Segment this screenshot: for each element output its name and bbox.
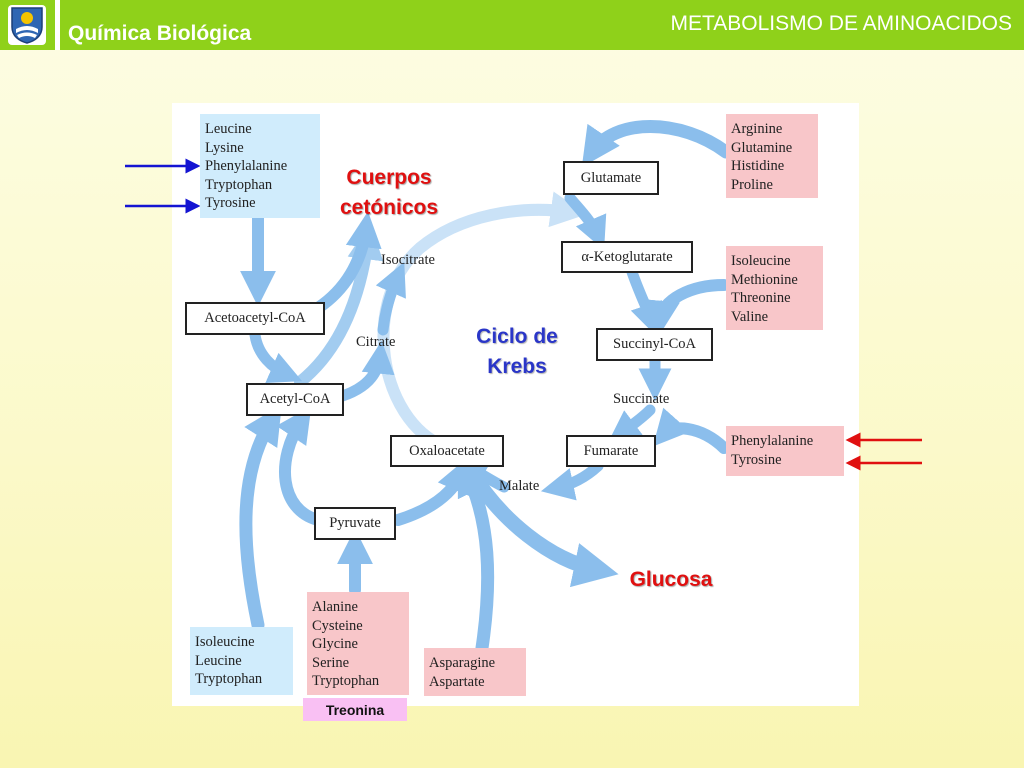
arrow-arginine-group-to-glutamate <box>581 120 733 168</box>
amino-acid-item: Asparagine <box>429 655 496 671</box>
amino-acid-item: Methionine <box>731 271 798 288</box>
arrow-acetyl-to-ketone-bodies <box>294 223 384 388</box>
arrow-ketoglutarate-to-succinyl <box>626 266 663 337</box>
node-fumarate: Fumarate <box>566 435 656 467</box>
ketone-bodies-label: Cuerpos cetónicos <box>324 163 454 223</box>
amino-acid-item: Tryptophan <box>195 671 263 687</box>
arrow-isoleucine-group-to-succinyl <box>644 279 730 337</box>
arrow-acetoacetyl-to-acetyl <box>249 329 303 384</box>
label-citrate: Citrate <box>356 334 396 350</box>
amino-acid-item: Isoleucine <box>731 253 791 269</box>
node-glutamate: Glutamate <box>563 161 659 195</box>
amino-acid-item: Threonine <box>731 290 791 306</box>
krebs-line2: Krebs <box>487 355 547 378</box>
amino-acid-item: Tyrosine <box>731 451 782 468</box>
threonine-highlight: Treonina <box>303 698 407 721</box>
label-succinate: Succinate <box>613 391 670 407</box>
arrow-pyruvate-to-acetyl <box>276 406 324 526</box>
header-separator <box>55 0 60 50</box>
amino-acid-item: Leucine <box>195 652 242 669</box>
amino-acid-item: Histidine <box>731 158 785 174</box>
amino-acid-item: Glycine <box>312 636 358 652</box>
amino-acid-item: Tryptophan <box>205 176 273 193</box>
ketone-bodies-line2: cetónicos <box>339 196 439 219</box>
arrow-fumarate-to-malate <box>540 460 604 501</box>
amino-acid-item: Cysteine <box>312 617 363 634</box>
amino-acid-item: Tryptophan <box>312 673 380 689</box>
amino-acid-item: Serine <box>312 654 350 671</box>
amino-acid-item: Alanine <box>312 599 358 615</box>
label-malate: Malate <box>499 478 540 494</box>
arrow-bottom-group-to-acetyl <box>239 404 282 632</box>
amino-acid-item: Arginine <box>731 121 783 137</box>
node-acetoacetyl-coa: Acetoacetyl-CoA <box>185 302 325 335</box>
node-oxaloacetate: Oxaloacetate <box>390 435 504 467</box>
krebs-line1: Ciclo de <box>476 325 558 348</box>
shield-icon <box>11 7 43 44</box>
amino-acid-item: Lysine <box>205 139 244 156</box>
arrow-glutamate-to-ketoglutarate <box>564 192 607 251</box>
arrow-asparagine-group-to-oxaloacetate <box>457 455 495 655</box>
arrow-citrate-to-isocitrate <box>375 261 406 336</box>
amino-acid-item: Phenylalanine <box>731 433 814 449</box>
krebs-arc-left <box>377 191 587 453</box>
amino-acid-item: Valine <box>731 308 769 325</box>
node-succinyl-coa: Succinyl-CoA <box>596 328 713 361</box>
krebs-cycle-label: Ciclo de Krebs <box>455 322 579 382</box>
amino-acid-item: Glutamine <box>731 139 793 156</box>
topic-title: METABOLISMO DE AMINOACIDOS <box>670 12 1013 35</box>
glucose-label: Glucosa <box>629 568 713 591</box>
arrow-pyruvate-to-oxaloacetate <box>392 456 471 526</box>
amino-acid-item: Tyrosine <box>205 195 256 211</box>
node-pyruvate: Pyruvate <box>314 507 396 540</box>
amino-acid-item: Leucine <box>205 121 252 137</box>
university-logo <box>8 5 46 45</box>
amino-acid-item: Aspartate <box>429 673 485 690</box>
course-title: Química Biológica <box>68 22 252 45</box>
ketone-bodies-line1: Cuerpos <box>346 166 432 189</box>
label-isocitrate: Isocitrate <box>381 252 435 268</box>
arrow-succinate-to-fumarate <box>607 404 656 444</box>
header-bar: Química Biológica METABOLISMO DE AMINOAC… <box>0 0 1024 50</box>
amino-acid-item: Phenylalanine <box>205 158 288 174</box>
node-acetyl-coa: Acetyl-CoA <box>246 383 344 416</box>
amino-acid-item: Proline <box>731 176 773 193</box>
arrow-phe-tyr-to-fumarate <box>652 407 730 454</box>
amino-acid-item: Isoleucine <box>195 634 255 650</box>
node-alpha-ketoglutarate: α-Ketoglutarate <box>561 241 693 273</box>
